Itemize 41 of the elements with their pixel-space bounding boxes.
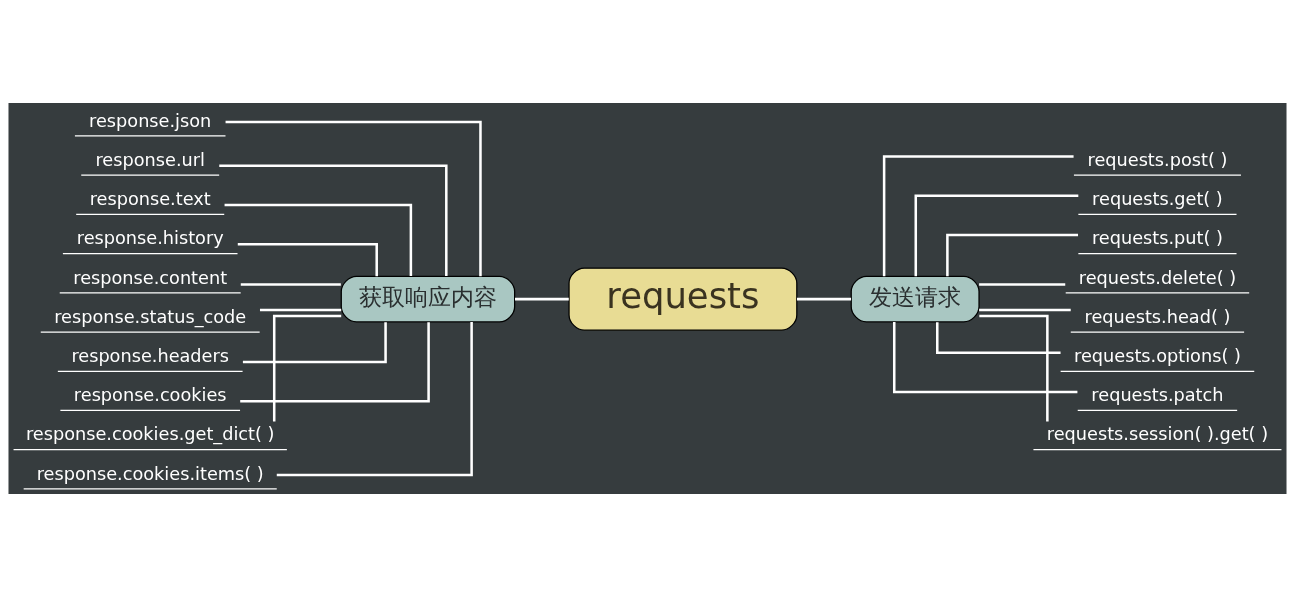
connector <box>242 322 387 364</box>
connector <box>240 322 430 403</box>
node-text: response.cookies <box>73 385 227 406</box>
node-text: response.headers <box>71 346 230 367</box>
node-text: requests.patch <box>1091 385 1224 406</box>
node-text: response.status_code <box>54 306 247 327</box>
connector <box>914 194 1079 277</box>
node-text: requests.session( ).get( ) <box>1046 424 1269 445</box>
connector <box>882 155 1074 277</box>
node-text: response.cookies.get_dict( ) <box>25 424 275 445</box>
connector <box>272 314 342 422</box>
node-text: response.cookies.items( ) <box>36 463 264 484</box>
connector <box>979 308 1071 312</box>
connector <box>515 297 569 301</box>
node-text: requests.head( ) <box>1084 306 1231 327</box>
node-text: requests.put( ) <box>1091 228 1223 249</box>
connector <box>936 322 1061 354</box>
connector <box>276 322 473 477</box>
node-box: 获取响应内容 <box>340 275 516 323</box>
connector <box>224 203 413 276</box>
connector <box>946 233 1079 277</box>
node-box: requests <box>568 267 798 331</box>
connector <box>260 308 342 312</box>
connector <box>979 283 1066 286</box>
connector <box>979 314 1049 422</box>
node-text: response.history <box>76 228 224 249</box>
node-text: requests.delete( ) <box>1078 267 1237 288</box>
node-text: response.text <box>89 189 211 210</box>
node-text: response.url <box>95 149 205 170</box>
connector <box>240 283 341 286</box>
node-box: 发送请求 <box>850 275 980 323</box>
node-text: response.content <box>73 267 228 288</box>
connector <box>225 120 482 277</box>
connector <box>237 243 378 277</box>
connector <box>893 322 1078 394</box>
connector <box>797 297 852 301</box>
node-text: requests.post( ) <box>1087 149 1228 170</box>
node-text: requests.options( ) <box>1074 346 1241 367</box>
node-text: response.json <box>89 110 212 131</box>
node-text: requests.get( ) <box>1092 189 1223 210</box>
connector <box>219 164 448 276</box>
